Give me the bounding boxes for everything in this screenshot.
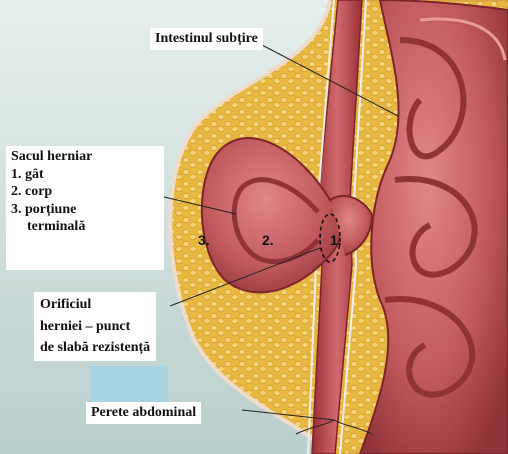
- label-small-intestine-text: Intestinul subțire: [155, 31, 258, 46]
- label-orifice: Orificiul herniei – punct de slabă rezis…: [34, 292, 156, 361]
- hernia-sac-item-3: 3. porțiune: [11, 201, 159, 219]
- label-abdominal-wall: Perete abdominal: [86, 402, 201, 424]
- blue-box: [90, 366, 168, 402]
- hernia-sac-item-3b: terminală: [11, 218, 159, 236]
- orifice-line-3: de slabă rezistență: [40, 337, 150, 359]
- hernia-sac-title: Sacul herniar: [11, 148, 159, 166]
- abdominal-wall-text: Perete abdominal: [91, 405, 196, 420]
- marker-1: 1.: [330, 232, 342, 248]
- marker-3: 3.: [198, 232, 210, 248]
- label-hernia-sac: Sacul herniar 1. gât 2. corp 3. porțiune…: [6, 146, 164, 270]
- hernia-sac-item-2: 2. corp: [11, 183, 159, 201]
- orifice-line-2: herniei – punct: [40, 316, 150, 338]
- hernia-sac-item-1: 1. gât: [11, 166, 159, 184]
- orifice-line-1: Orificiul: [40, 294, 150, 316]
- marker-2: 2.: [262, 232, 274, 248]
- label-small-intestine: Intestinul subțire: [150, 28, 263, 50]
